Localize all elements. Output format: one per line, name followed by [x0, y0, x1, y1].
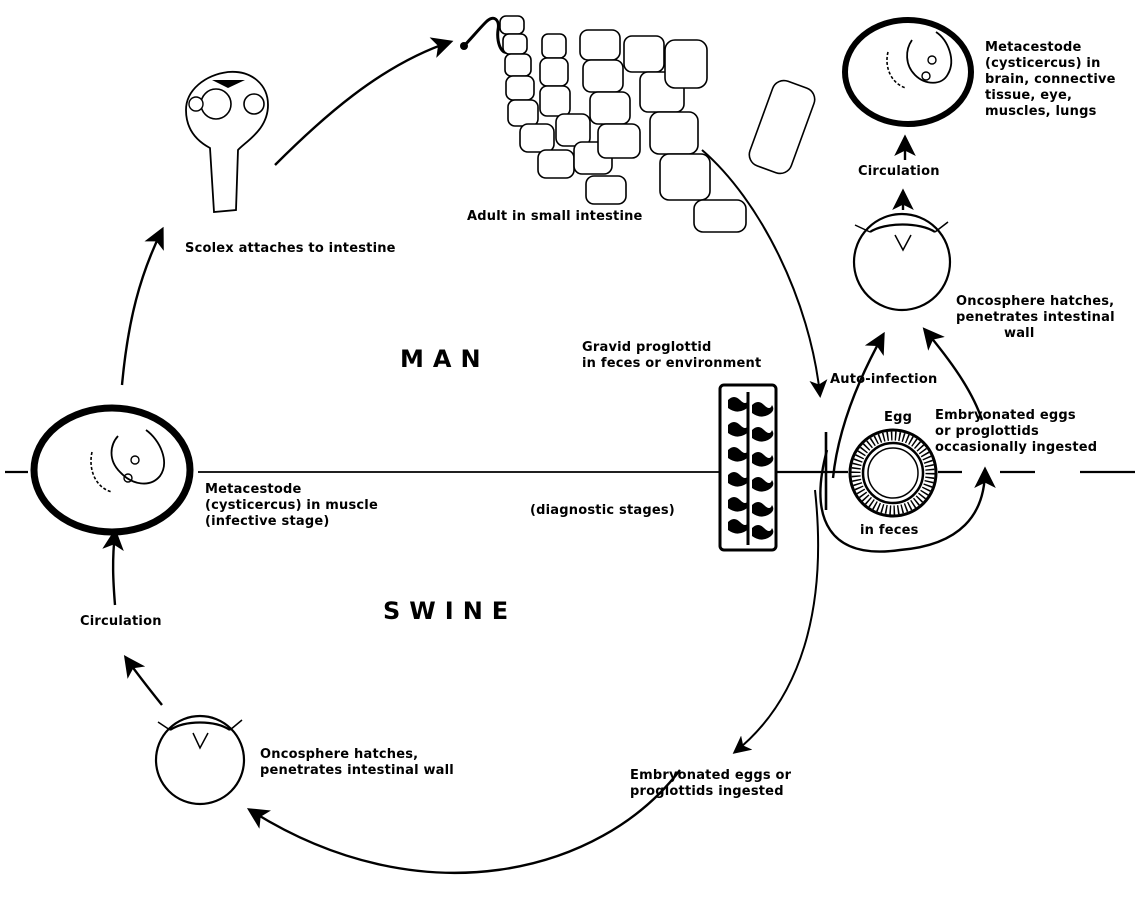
host-label-man: MAN [400, 345, 490, 373]
label-adult-small-intestine: Adult in small intestine [467, 209, 643, 225]
arrow-oncosphere-to-circulation [126, 658, 162, 705]
label-embryonated-eggs-occasional: Embryonated eggs or proglottids occasion… [935, 408, 1097, 456]
oncosphere-top-icon [854, 214, 950, 310]
label-auto-infection: Auto-infection [830, 372, 937, 388]
arrow-muscle-to-scolex [122, 230, 162, 385]
egg-icon [850, 430, 936, 516]
cysticercus-muscle-icon [34, 408, 190, 532]
arrow-ingested-to-oncosphere [250, 770, 680, 873]
label-egg: Egg [884, 410, 912, 426]
label-metacestode-muscle: Metacestode (cysticercus) in muscle (inf… [205, 482, 378, 530]
label-in-feces: in feces [860, 523, 919, 539]
host-label-swine: SWINE [383, 597, 517, 625]
label-oncosphere-top: Oncosphere hatches, penetrates intestina… [956, 294, 1115, 342]
arrow-circulation-to-muscle [113, 532, 115, 605]
scolex-icon [186, 72, 268, 212]
cysticercus-brain-icon [845, 20, 971, 124]
label-scolex-attaches: Scolex attaches to intestine [185, 241, 396, 257]
label-metacestode-brain: Metacestode (cysticercus) in brain, conn… [985, 40, 1116, 120]
gravid-proglottid-icon [720, 385, 776, 550]
label-gravid-proglottid: Gravid proglottid in feces or environmen… [582, 340, 761, 372]
label-oncosphere-bottom: Oncosphere hatches, penetrates intestina… [260, 747, 454, 779]
label-circulation-top: Circulation [858, 164, 940, 180]
label-embryonated-ingested: Embryonated eggs or proglottids ingested [630, 768, 791, 800]
label-diagnostic-stages: (diagnostic stages) [530, 503, 675, 519]
arrow-scolex-to-adult [275, 42, 450, 165]
label-circulation-left: Circulation [80, 614, 162, 630]
adult-tapeworm-icon [460, 16, 818, 232]
oncosphere-bottom-icon [156, 716, 244, 804]
